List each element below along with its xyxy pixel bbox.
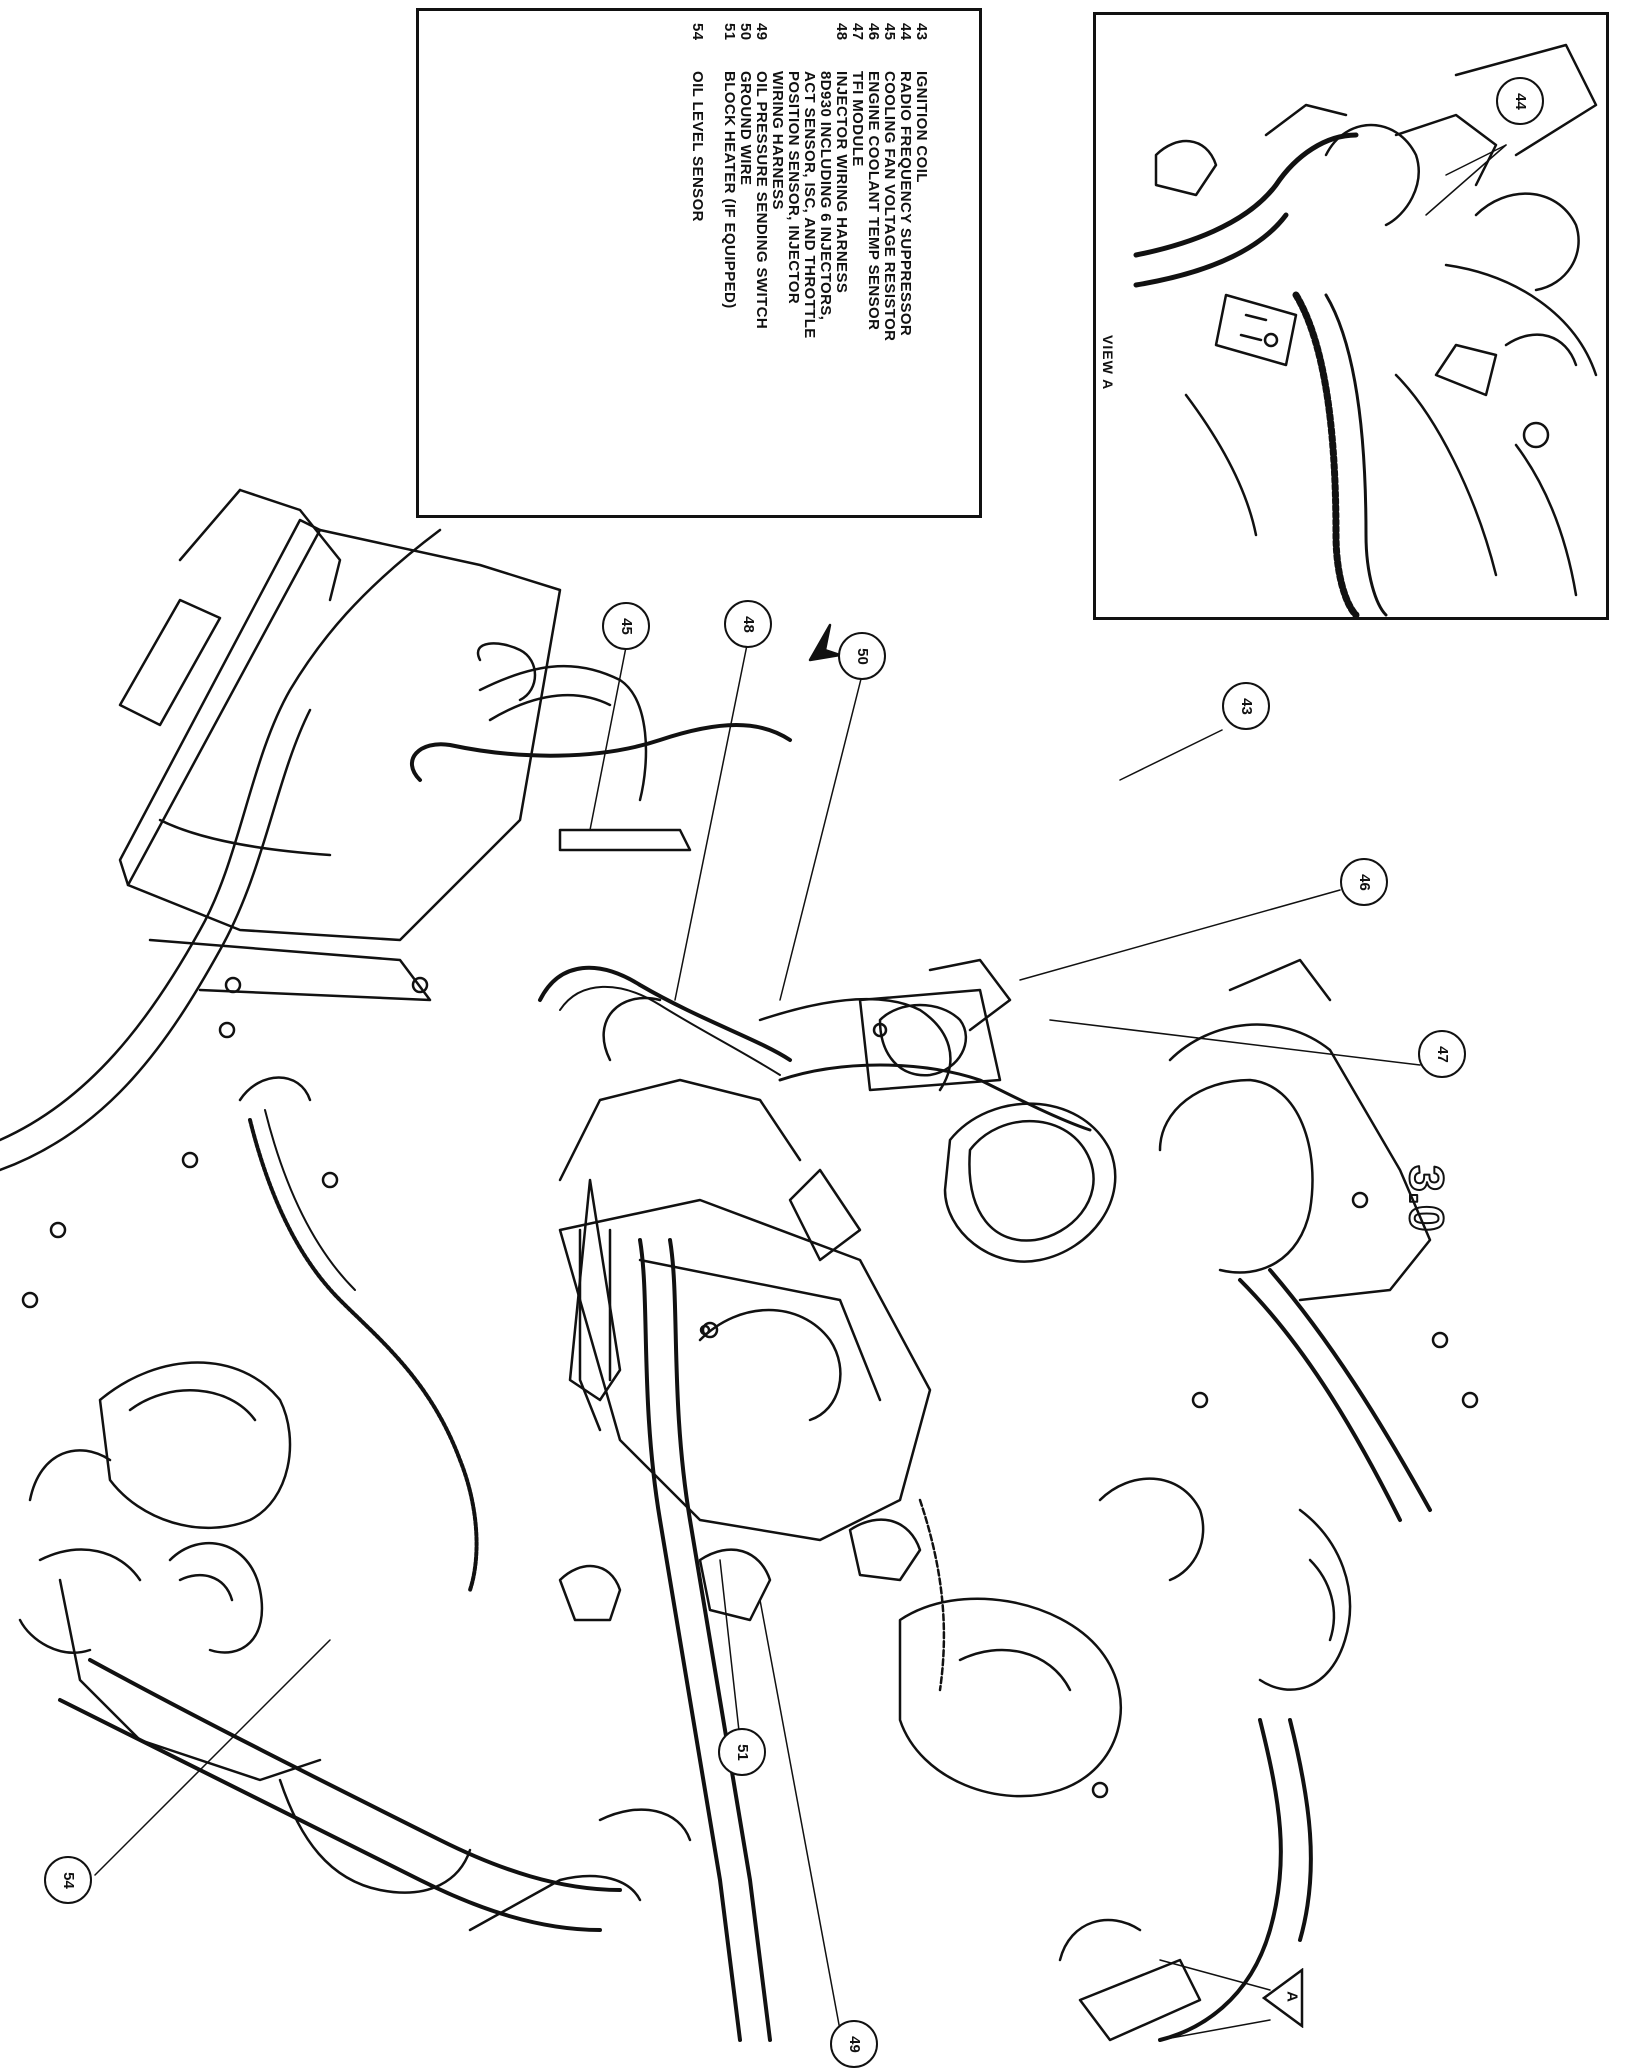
callout-43: 43: [1222, 682, 1270, 730]
view-a-marker-label: A: [1283, 1991, 1301, 2002]
legend-item: ACT SENSOR, ISC, AND THROTTLE: [801, 71, 818, 339]
view-a-marker: A: [1262, 1968, 1304, 2028]
view-a-inset: VIEW A 44: [1093, 12, 1609, 620]
callout-43-label: 43: [1237, 697, 1255, 715]
view-a-line-art: [1133, 43, 1598, 617]
legend-item: 8D930 INCLUDING 6 INJECTORS,: [817, 71, 834, 321]
wiring-harness: [410, 723, 792, 782]
legend-item: POSITION SENSOR, INJECTOR: [785, 71, 802, 305]
callout-50: 50: [838, 632, 886, 680]
callout-51: 51: [718, 1728, 766, 1776]
throttle-body: [943, 1102, 1117, 1263]
callout-48-label: 48: [739, 615, 757, 633]
engine-mark: 3.0: [1399, 1165, 1452, 1232]
view-a-label: VIEW A: [1100, 335, 1116, 391]
callout-47: 47: [1418, 1030, 1466, 1078]
air-cleaner-box: [126, 528, 562, 942]
callout-44: 44: [1496, 77, 1544, 125]
legend-item: WIRING HARNESS: [769, 71, 786, 210]
callout-46: 46: [1340, 858, 1388, 906]
callout-44-label: 44: [1511, 92, 1529, 110]
callout-50-label: 50: [853, 647, 871, 665]
callout-47-label: 47: [1433, 1045, 1451, 1063]
callout-45: 45: [602, 602, 650, 650]
callout-51-label: 51: [733, 1743, 751, 1761]
callout-49: 49: [830, 2020, 878, 2068]
callout-54: 54: [44, 1856, 92, 1904]
callout-46-label: 46: [1355, 873, 1373, 891]
callout-54-label: 54: [59, 1871, 77, 1889]
view-a-marker-triangle: [1262, 1968, 1304, 2028]
engine-mark-3-0: 3.0: [1398, 1164, 1453, 1233]
callout-45-label: 45: [617, 617, 635, 635]
callout-48: 48: [724, 600, 772, 648]
